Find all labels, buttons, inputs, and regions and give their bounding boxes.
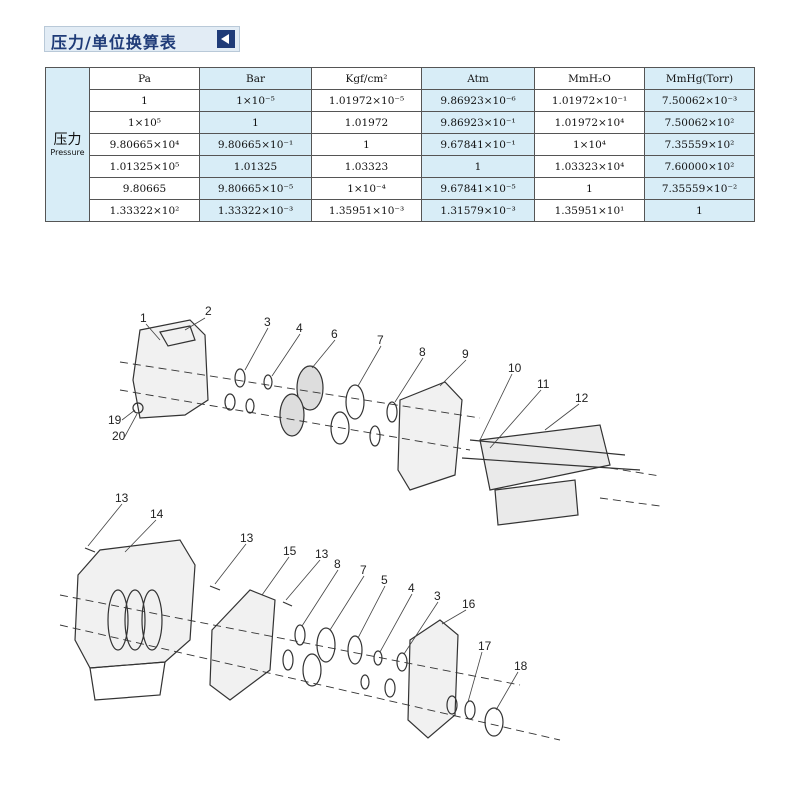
side-label-en: Pressure bbox=[50, 147, 85, 157]
table-row: 9.80665×10⁴ 9.80665×10⁻¹ 1 9.67841×10⁻¹ … bbox=[46, 133, 755, 156]
triangle-left-icon[interactable] bbox=[217, 30, 235, 48]
table-cell: 1.03323 bbox=[311, 155, 422, 178]
section-title-bar: 压力/单位换算表 bbox=[44, 26, 240, 52]
column-header: Kgf/cm² bbox=[311, 67, 422, 90]
table-cell: 1.35951×10¹ bbox=[534, 199, 645, 222]
table-cell: 1.01972×10⁻⁵ bbox=[311, 89, 422, 112]
part-label: 2 bbox=[205, 304, 212, 318]
part-label: 7 bbox=[377, 333, 384, 347]
part-number-labels: 1 2 3 4 6 7 8 9 10 11 12 19 20 13 14 13 … bbox=[108, 304, 589, 673]
table-cell: 1.01325 bbox=[199, 155, 312, 178]
column-header: MmHg(Torr) bbox=[644, 67, 755, 90]
table-cell: 1 bbox=[644, 199, 755, 222]
part-label: 16 bbox=[462, 597, 476, 611]
upper-assembly bbox=[119, 319, 661, 526]
part-label: 13 bbox=[115, 491, 129, 505]
table-cell: 9.80665×10⁻⁵ bbox=[199, 177, 312, 200]
table-cell: 1×10⁴ bbox=[534, 133, 645, 156]
pressure-side-label: 压力 Pressure bbox=[45, 67, 90, 222]
part-label: 12 bbox=[575, 391, 589, 405]
part-label: 14 bbox=[150, 507, 164, 521]
part-label: 8 bbox=[334, 557, 341, 571]
side-label-cn: 压力 bbox=[53, 131, 82, 148]
table-cell: 1 bbox=[199, 111, 312, 134]
part-label: 4 bbox=[296, 321, 303, 335]
table-row: 9.80665 9.80665×10⁻⁵ 1×10⁻⁴ 9.67841×10⁻⁵… bbox=[46, 177, 755, 200]
table-row: 1×10⁵ 1 1.01972 9.86923×10⁻¹ 1.01972×10⁴… bbox=[46, 111, 755, 134]
table-cell: 1 bbox=[421, 155, 535, 178]
part-label: 6 bbox=[331, 327, 338, 341]
part-label: 13 bbox=[240, 531, 254, 545]
table-cell: 1.33322×10⁻³ bbox=[199, 199, 312, 222]
table-cell: 1×10⁻⁵ bbox=[199, 89, 312, 112]
table-row: 1 1×10⁻⁵ 1.01972×10⁻⁵ 9.86923×10⁻⁶ 1.019… bbox=[46, 89, 755, 112]
table-cell: 7.50062×10⁻³ bbox=[644, 89, 755, 112]
part-label: 4 bbox=[408, 581, 415, 595]
table-cell: 1.01325×10⁵ bbox=[89, 155, 200, 178]
column-header: Atm bbox=[421, 67, 535, 90]
part-label: 15 bbox=[283, 544, 297, 558]
table-cell: 9.86923×10⁻¹ bbox=[421, 111, 535, 134]
part-label: 20 bbox=[112, 429, 126, 443]
part-label: 8 bbox=[419, 345, 426, 359]
column-header: Pa bbox=[89, 67, 200, 90]
table-header-row: 压力 Pressure Pa Bar Kgf/cm² Atm MmH₂O MmH… bbox=[45, 67, 755, 222]
table-cell: 9.80665 bbox=[89, 177, 200, 200]
table-cell: 1.35951×10⁻³ bbox=[311, 199, 422, 222]
table-cell: 1 bbox=[534, 177, 645, 200]
table-cell: 9.80665×10⁻¹ bbox=[199, 133, 312, 156]
part-label: 5 bbox=[381, 573, 388, 587]
table-cell: 1.01972×10⁴ bbox=[534, 111, 645, 134]
table-cell: 7.35559×10² bbox=[644, 133, 755, 156]
leader-lines bbox=[87, 317, 580, 711]
table-cell: 9.80665×10⁴ bbox=[89, 133, 200, 156]
table-cell: 9.67841×10⁻⁵ bbox=[421, 177, 535, 200]
part-label: 1 bbox=[140, 311, 147, 325]
part-label: 9 bbox=[462, 347, 469, 361]
part-label: 7 bbox=[360, 563, 367, 577]
part-label: 17 bbox=[478, 639, 492, 653]
part-label: 18 bbox=[514, 659, 528, 673]
page-title: 压力/单位换算表 bbox=[51, 33, 177, 52]
table-cell: 7.60000×10² bbox=[644, 155, 755, 178]
part-label: 19 bbox=[108, 413, 122, 427]
part-label: 11 bbox=[537, 377, 550, 391]
table-cell: 1.01972 bbox=[311, 111, 422, 134]
column-header: Bar bbox=[199, 67, 312, 90]
table-cell: 9.67841×10⁻¹ bbox=[421, 133, 535, 156]
part-label: 3 bbox=[434, 589, 441, 603]
part-label: 3 bbox=[264, 315, 271, 329]
table-cell: 1.03323×10⁴ bbox=[534, 155, 645, 178]
table-cell: 1.33322×10² bbox=[89, 199, 200, 222]
table-row: 1.33322×10² 1.33322×10⁻³ 1.35951×10⁻³ 1.… bbox=[46, 199, 755, 222]
table-cell: 1×10⁻⁴ bbox=[311, 177, 422, 200]
table-cell: 1×10⁵ bbox=[89, 111, 200, 134]
table-cell: 1 bbox=[89, 89, 200, 112]
column-header: MmH₂O bbox=[534, 67, 645, 90]
part-label: 10 bbox=[508, 361, 522, 375]
table-cell: 1 bbox=[311, 133, 422, 156]
table-row: 1.01325×10⁵ 1.01325 1.03323 1 1.03323×10… bbox=[46, 155, 755, 178]
lower-assembly bbox=[59, 539, 561, 741]
table-cell: 7.35559×10⁻² bbox=[644, 177, 755, 200]
table-cell: 7.50062×10² bbox=[644, 111, 755, 134]
part-label: 13 bbox=[315, 547, 329, 561]
table-cell: 1.01972×10⁻¹ bbox=[534, 89, 645, 112]
table-cell: 9.86923×10⁻⁶ bbox=[421, 89, 535, 112]
exploded-pump-drawing: 1 2 3 4 6 7 8 9 10 11 12 19 20 13 14 13 … bbox=[59, 304, 661, 741]
pressure-conversion-table: 压力 Pressure Pa Bar Kgf/cm² Atm MmH₂O MmH… bbox=[45, 67, 755, 222]
table-cell: 1.31579×10⁻³ bbox=[421, 199, 535, 222]
